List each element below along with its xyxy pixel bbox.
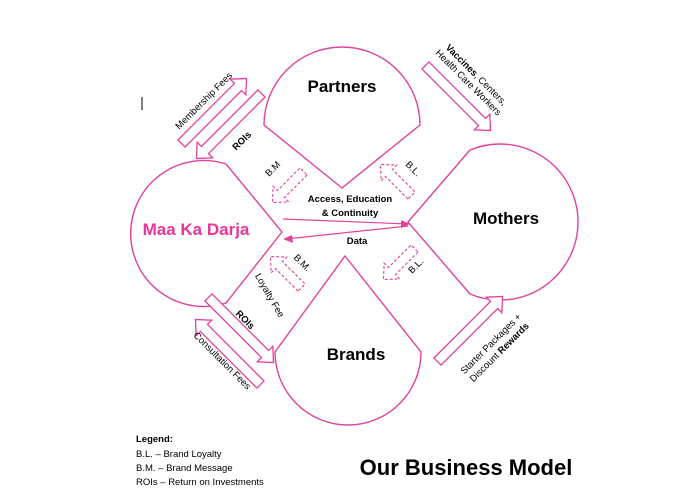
data-line: [285, 225, 409, 240]
access-line: [282, 218, 409, 225]
bl-top-label: B.L.: [403, 159, 423, 179]
maakadarja-drop: [130, 159, 283, 308]
node-maakadarja: Maa Ka Darja: [143, 220, 250, 239]
rois-bottom-arrow: [204, 293, 275, 364]
access-label-line1: Access, Education: [308, 194, 393, 205]
partners-drop: [263, 46, 421, 189]
legend-heading: Legend:: [136, 434, 173, 445]
legend-item-bl: B.L. – Brand Loyalty: [136, 449, 222, 460]
vaccines-arrow: [421, 61, 492, 132]
legend: Legend: B.L. – Brand Loyalty B.M. – Bran…: [136, 434, 264, 488]
legend-item-rois: ROIs – Return on Investments: [136, 477, 264, 488]
bm-top-arrow: [271, 167, 308, 204]
node-partners: Partners: [308, 77, 377, 96]
starter-packages-arrow: [433, 295, 504, 366]
bm-bottom-arrow: [269, 255, 306, 292]
rois-top-label: ROIs: [230, 129, 253, 152]
bl-bottom-arrow: [382, 244, 419, 281]
page-title: Our Business Model: [360, 455, 573, 480]
membership-fees-arrow: [177, 77, 248, 148]
mothers-drop: [407, 143, 579, 301]
node-brands: Brands: [327, 345, 386, 364]
bm-top-label: B.M: [263, 159, 283, 179]
data-arrowhead: [283, 235, 293, 243]
loyalty-fee-label: Loyalty Fee: [252, 272, 286, 320]
data-label: Data: [347, 236, 368, 247]
brands-drop: [274, 254, 422, 426]
rois-top-arrow: [195, 89, 266, 160]
access-label-line2: & Continuity: [322, 208, 379, 219]
bl-top-arrow: [379, 163, 416, 200]
consultation-fees-arrow: [194, 318, 265, 389]
bm-bottom-label: B.M.: [291, 252, 313, 274]
legend-item-bm: B.M. – Brand Message: [136, 463, 233, 474]
node-mothers: Mothers: [473, 209, 539, 228]
